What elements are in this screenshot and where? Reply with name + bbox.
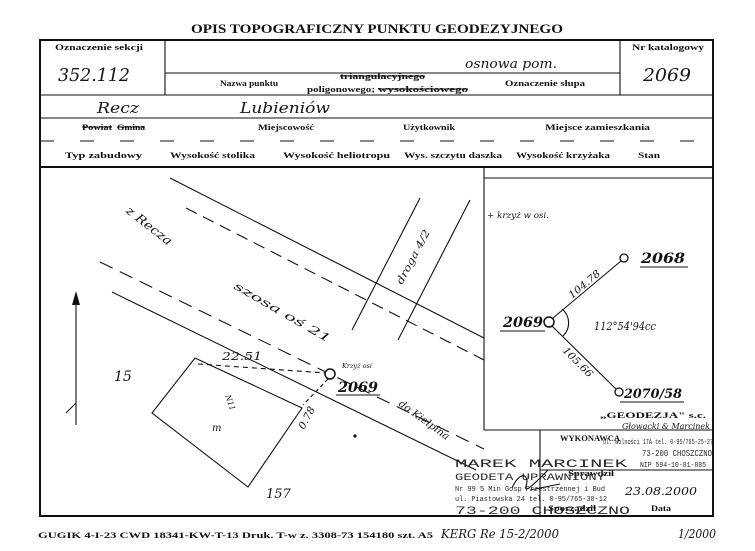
catalog-value: 2069 — [642, 65, 691, 86]
from-town-label: z Recza — [122, 203, 175, 249]
residence-label: Miejsce zamieszkania — [545, 123, 650, 132]
section-label: Oznaczenie sekcji — [55, 43, 144, 52]
side-road-edge-east — [397, 199, 471, 341]
point-2068-marker — [619, 253, 629, 263]
road-edge-south — [111, 291, 477, 471]
surveyor-title: GEODETA UPRAWNIONY — [455, 473, 605, 484]
to-town-label: do Kiełpina — [396, 399, 451, 443]
survey-point-label: 2069 — [337, 380, 378, 396]
pillar-label: Oznaczenie słupa — [505, 79, 585, 88]
cross-height-label: Wysokość krzyżaka — [516, 151, 610, 160]
side-road-label: droga 4/2 — [395, 228, 433, 286]
surveyor-address: ul. Piastowska 24 tel. 0-95/765-30-12 — [455, 496, 607, 504]
north-arrow-tick — [65, 402, 77, 414]
parcel-left-label: 15 — [114, 369, 132, 385]
checked-label: Sprawdził — [568, 469, 615, 478]
measurement-diagram: + krzyż w osi. 2069 2068 2070/58 104.78 … — [487, 211, 688, 403]
surveyor-name: MAREK MARCINEK — [455, 459, 628, 471]
building-outline — [151, 357, 303, 488]
distance-a-label: 22.51 — [221, 350, 262, 363]
point-name-value: osnowa pom. — [465, 57, 557, 72]
distance-b-label: 0.78 — [297, 405, 318, 431]
sheet-number: 1/2000 — [678, 527, 716, 541]
point-2069-marker — [543, 316, 555, 328]
point-2070-label: 2070/58 — [623, 387, 682, 402]
parcel-bottom-label: 157 — [266, 487, 292, 502]
company-stamp: „GEODEZJA" s.c. Głowacki & Marcinek ul. … — [600, 411, 713, 470]
building-label: N11 — [223, 393, 237, 412]
catalog-label: Nr katalogowy — [632, 43, 704, 52]
company-city: 73-200 CHOSZCZNO — [642, 449, 712, 459]
company-nip: NIP 594-10-81-885 — [640, 462, 706, 470]
road-axis-label: szosa oś 21 — [232, 279, 334, 345]
cross-note-label: Krzyż osi — [341, 362, 372, 370]
north-arrow-icon — [72, 291, 80, 305]
location-sketch: z Recza szosa oś 21 droga 4/2 do Kiełpin… — [65, 177, 485, 502]
company-owners: Głowacki & Marcinek — [622, 422, 710, 431]
print-info: GUGIK 4-I-23 CWD 18341-KW-T-13 Druk. T-w… — [38, 531, 433, 540]
building-mark: m — [212, 423, 221, 434]
section-value: 352.112 — [58, 65, 130, 86]
company-address: ul. Wolności 17A tel. 0-95/765-25-27 — [603, 439, 713, 447]
date-value: 23.08.2000 — [624, 485, 697, 498]
surveyor-stamp: MAREK MARCINEK GEODETA UPRAWNIONY Nr 99 … — [455, 459, 631, 518]
diagram-note: + krzyż w osi. — [487, 211, 549, 220]
distance-north-label: 104.78 — [567, 268, 603, 301]
point-2069-label: 2069 — [502, 315, 543, 331]
form-frame — [39, 39, 714, 517]
point-2070-marker — [614, 387, 624, 397]
angle-arc — [561, 308, 570, 337]
road-lane-dashed — [185, 207, 485, 361]
user-label: Użytkownik — [403, 123, 456, 132]
registry-number: KERG Re 15-2/2000 — [440, 527, 559, 541]
type-polygon-label: poligonowego; — [307, 85, 375, 94]
survey-point-marker — [324, 368, 336, 380]
table-height-label: Wysokość stolika — [170, 151, 255, 160]
point-2068-label: 2068 — [640, 251, 685, 267]
date-label: Data — [651, 504, 671, 513]
road-axis-dashed — [99, 261, 485, 450]
roof-height-label: Wys. szczytu daszka — [404, 151, 502, 160]
heliotrope-height-label: Wysokość heliotropu — [283, 151, 391, 160]
company-name: „GEODEZJA" s.c. — [600, 411, 706, 420]
contractor-label: WYKONAWCA — [560, 434, 620, 443]
road-edge-north — [169, 177, 485, 339]
form-title: OPIS TOPOGRAFICZNY PUNKTU GEODEZYJNEGO — [191, 21, 563, 36]
condition-label: Stan — [638, 151, 661, 160]
signature-scribble — [511, 469, 561, 491]
distance-a-line — [197, 363, 327, 374]
side-road-edge-west — [351, 197, 421, 331]
commune-value: Recz — [96, 99, 139, 117]
angle-label: 112°54'94cc — [594, 320, 656, 333]
point-name-label: Nazwa punktu — [220, 79, 279, 88]
line-to-2068 — [552, 260, 622, 319]
surveyor-city: 73-200 CHOSZCZNO — [455, 506, 631, 518]
locality-label: Miejscowość — [258, 123, 315, 132]
line-to-2070 — [551, 325, 617, 390]
construction-type-label: Typ zabudowy — [65, 151, 142, 160]
distance-b-line — [302, 378, 329, 406]
locality-value: Lubieniów — [239, 99, 330, 117]
prepared-label: Sporządził — [548, 504, 597, 513]
reference-dot — [353, 434, 357, 438]
